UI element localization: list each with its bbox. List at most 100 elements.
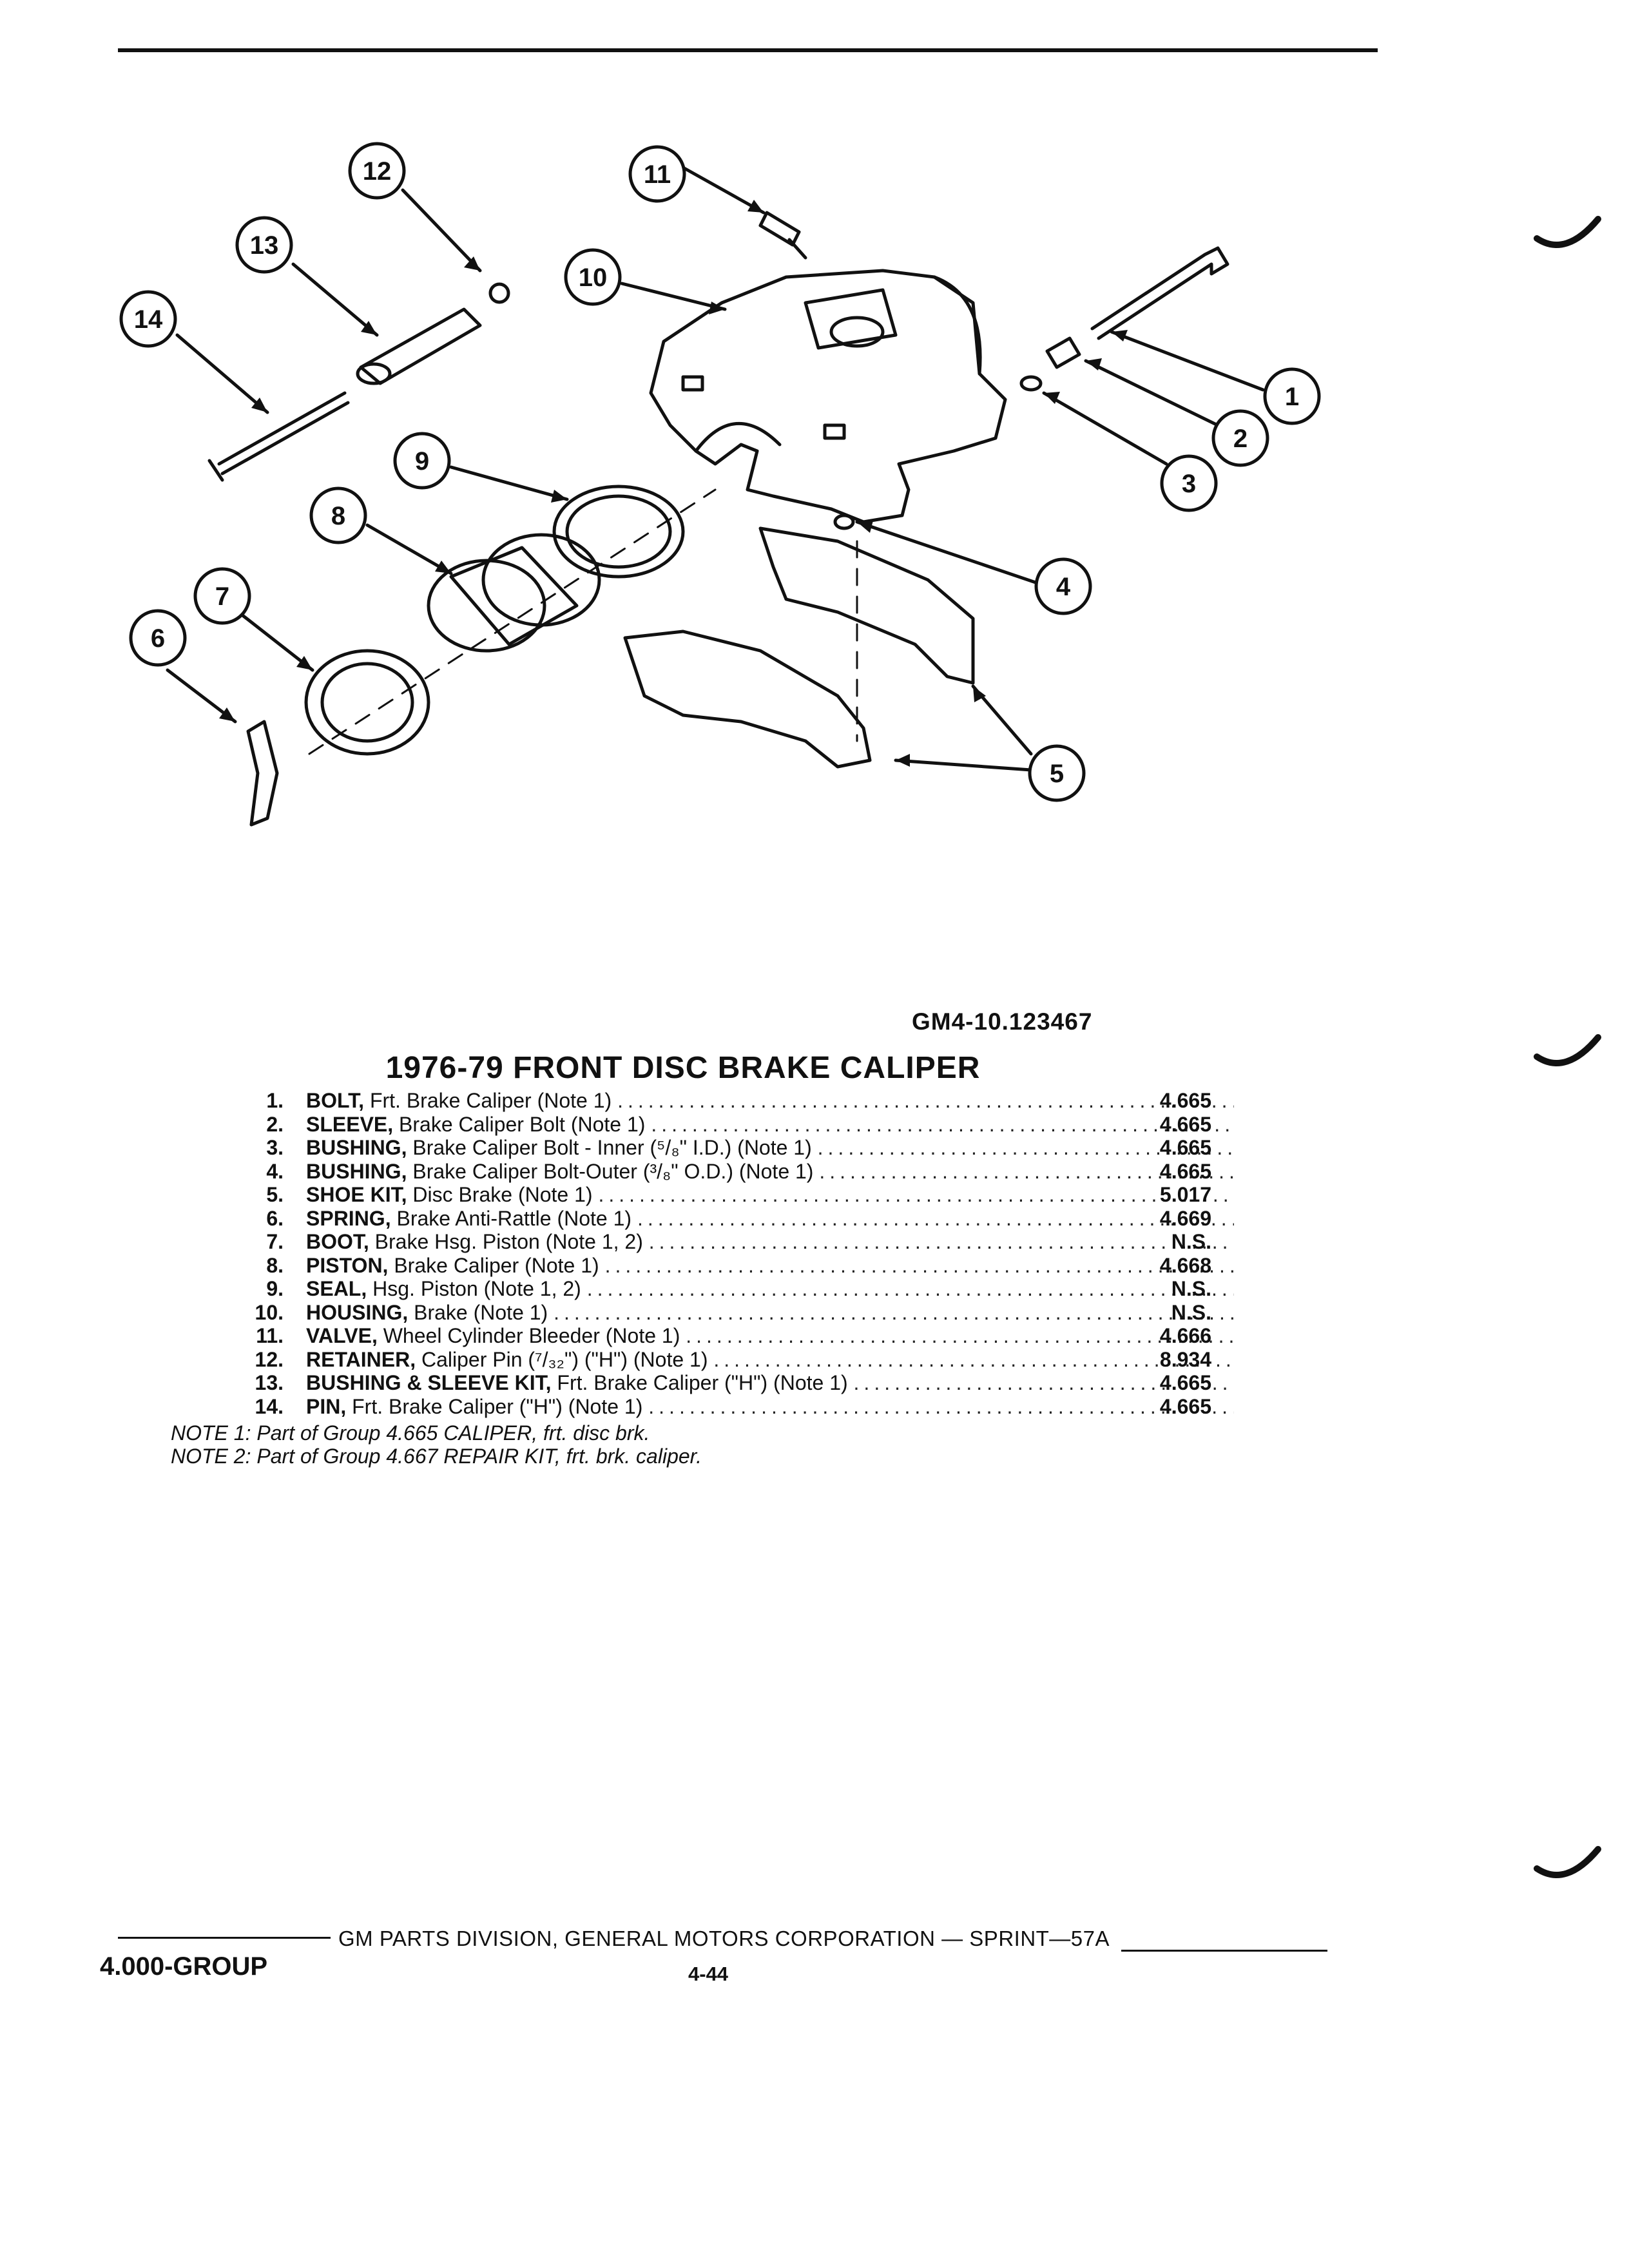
footer-rule-right xyxy=(1121,1950,1327,1952)
anti-rattle-spring-drawing xyxy=(246,720,279,827)
part-group: N.S. xyxy=(1171,1277,1211,1300)
part-row: 6. SPRING, Brake Anti-Rattle (Note 1) ...… xyxy=(161,1206,1234,1231)
callout-label: 12 xyxy=(363,157,392,186)
part-description: BUSHING, Brake Caliper Bolt-Outer (³/₈" … xyxy=(306,1160,1234,1184)
part-number: 14. xyxy=(255,1394,284,1418)
publisher-line: GM PARTS DIVISION, GENERAL MOTORS CORPOR… xyxy=(338,1927,1110,1950)
callout-label: 5 xyxy=(1050,760,1064,788)
binding-mark xyxy=(1534,216,1601,248)
page-number: 4-44 xyxy=(688,1963,729,1985)
part-group: 4.665 xyxy=(1159,1394,1211,1418)
group-label: 4.000-GROUP xyxy=(100,1952,268,1981)
part-row: 11.VALVE, Wheel Cylinder Bleeder (Note 1… xyxy=(161,1324,1234,1348)
part-group: 4.665 xyxy=(1159,1136,1211,1159)
part-number: 8. xyxy=(266,1253,284,1277)
part-row: 7. BOOT, Brake Hsg. Piston (Note 1, 2) ..… xyxy=(161,1230,1234,1254)
part-description: PISTON, Brake Caliper (Note 1) .........… xyxy=(306,1254,1234,1278)
figure-id: GM4-10.123467 xyxy=(912,1008,1093,1035)
leader-dots: ........................................… xyxy=(598,1183,1234,1206)
callout-label: 13 xyxy=(250,231,279,260)
callout-label: 10 xyxy=(579,264,608,292)
callout-label: 8 xyxy=(331,502,345,530)
leader-dots: ........................................… xyxy=(853,1371,1234,1394)
part-number: 1. xyxy=(266,1089,284,1112)
part-number: 12. xyxy=(255,1347,284,1371)
leader-dots: ........................................… xyxy=(637,1206,1234,1230)
leader-dots: ........................................… xyxy=(648,1394,1234,1418)
bolt-drawing xyxy=(1090,246,1229,340)
bushing-inner-drawing xyxy=(1019,375,1043,392)
part-description: BUSHING, Brake Caliper Bolt - Inner (⁵/₈… xyxy=(306,1136,1234,1160)
exploded-view-diagram: 1 2 3 4 5 6 7 8 9 10 11 12 13 14 xyxy=(119,142,1321,827)
part-row: 10.HOUSING, Brake (Note 1) .............… xyxy=(161,1300,1234,1325)
leader-dots: ........................................… xyxy=(604,1253,1234,1277)
part-group: 4.665 xyxy=(1159,1112,1211,1136)
callout-label: 3 xyxy=(1182,470,1196,498)
brake-shoe-inboard-drawing xyxy=(758,526,975,685)
boot-drawing xyxy=(304,649,430,756)
callout-circles xyxy=(119,142,1321,802)
leader-dots: ........................................… xyxy=(651,1112,1234,1136)
part-description: SLEEVE, Brake Caliper Bolt (Note 1) ....… xyxy=(306,1113,1234,1137)
part-row: 4. BUSHING, Brake Caliper Bolt-Outer (³/₈… xyxy=(161,1159,1234,1184)
part-description: SPRING, Brake Anti-Rattle (Note 1) .....… xyxy=(306,1207,1234,1231)
part-row: 5.SHOE KIT, Disc Brake (Note 1) ........… xyxy=(161,1183,1234,1207)
part-group: 8.934 xyxy=(1159,1347,1211,1371)
bleeder-valve-drawing xyxy=(758,211,807,260)
part-row: 13.BUSHING & SLEEVE KIT, Frt. Brake Cali… xyxy=(161,1371,1234,1395)
part-group: N.S. xyxy=(1171,1300,1211,1324)
parts-list: 1. BOLT, Frt. Brake Caliper (Note 1) ....… xyxy=(161,1089,1234,1419)
part-description: BOLT, Frt. Brake Caliper (Note 1) ......… xyxy=(306,1089,1234,1113)
callout-label: 14 xyxy=(134,305,163,334)
part-group: 4.665 xyxy=(1159,1089,1211,1112)
part-description: VALVE, Wheel Cylinder Bleeder (Note 1) .… xyxy=(306,1324,1234,1348)
part-group: 4.665 xyxy=(1159,1371,1211,1394)
part-number: 7. xyxy=(266,1230,284,1253)
part-group: 5.017 xyxy=(1159,1183,1211,1206)
seal-drawing xyxy=(552,485,685,579)
part-group: 4.665 xyxy=(1159,1159,1211,1183)
part-number: 13. xyxy=(255,1371,284,1394)
top-rule xyxy=(118,48,1378,52)
part-row: 8. PISTON, Brake Caliper (Note 1) .......… xyxy=(161,1253,1234,1278)
part-description: HOUSING, Brake (Note 1) ................… xyxy=(306,1301,1234,1325)
leader-dots: ........................................… xyxy=(586,1277,1234,1300)
part-number: 4. xyxy=(266,1159,284,1183)
leader-dots: ........................................… xyxy=(617,1089,1234,1112)
footer-rule-left xyxy=(118,1937,331,1939)
part-group: 4.669 xyxy=(1159,1206,1211,1230)
bushing-sleeve-drawing xyxy=(359,307,482,385)
notes: NOTE 1: Part of Group 4.665 CALIPER, frt… xyxy=(171,1421,702,1468)
leader-dots: ........................................… xyxy=(686,1324,1234,1347)
brake-shoe-outboard-drawing xyxy=(623,629,872,769)
binding-mark xyxy=(1534,1846,1601,1878)
leader-dots: ........................................… xyxy=(819,1159,1234,1183)
part-row: 12. RETAINER, Caliper Pin (⁷/₃₂") ("H") (… xyxy=(161,1347,1234,1372)
sleeve-drawing xyxy=(1045,336,1081,369)
part-row: 3. BUSHING, Brake Caliper Bolt - Inner (⁵… xyxy=(161,1136,1234,1160)
page-title: 1976-79 FRONT DISC BRAKE CALIPER xyxy=(385,1051,981,1085)
part-group: 4.666 xyxy=(1159,1324,1211,1347)
part-description: BOOT, Brake Hsg. Piston (Note 1, 2) ....… xyxy=(306,1230,1234,1254)
part-number: 3. xyxy=(266,1136,284,1159)
part-group: 4.668 xyxy=(1159,1253,1211,1277)
callout-label: 9 xyxy=(415,447,429,476)
part-description: SEAL, Hsg. Piston (Note 1, 2) ..........… xyxy=(306,1277,1234,1301)
callout-label: 11 xyxy=(644,160,671,189)
part-group: N.S. xyxy=(1171,1230,1211,1253)
part-description: PIN, Frt. Brake Caliper ("H") (Note 1) .… xyxy=(306,1395,1234,1419)
bushing-outer-drawing xyxy=(833,514,855,530)
part-description: RETAINER, Caliper Pin (⁷/₃₂") ("H") (Not… xyxy=(306,1348,1234,1372)
callout-label: 1 xyxy=(1285,383,1299,411)
callout-label: 7 xyxy=(215,582,229,611)
part-row: 1. BOLT, Frt. Brake Caliper (Note 1) ....… xyxy=(161,1089,1234,1113)
retainer-drawing xyxy=(488,282,510,304)
callout-label: 4 xyxy=(1056,573,1071,601)
part-row: 14. PIN, Frt. Brake Caliper ("H") (Note 1… xyxy=(161,1394,1234,1419)
leader-dots: ........................................… xyxy=(817,1136,1234,1159)
binding-mark xyxy=(1534,1034,1601,1066)
part-row: 2.SLEEVE, Brake Caliper Bolt (Note 1) ..… xyxy=(161,1112,1234,1137)
caliper-housing-drawing xyxy=(649,269,1007,524)
part-number: 5. xyxy=(266,1183,284,1206)
part-number: 6. xyxy=(266,1206,284,1230)
